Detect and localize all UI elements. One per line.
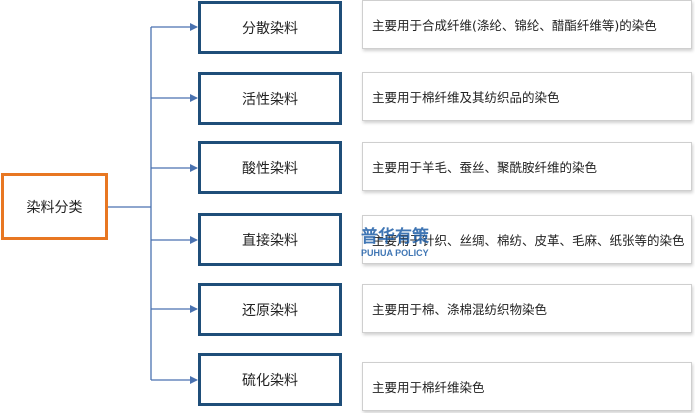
category-label: 直接染料: [242, 232, 298, 249]
category-label: 酸性染料: [242, 160, 298, 177]
description-box-disperse: 主要用于合成纤维(涤纶、锦纶、醋酯纤维等)的染色: [362, 0, 692, 49]
description-box-acid: 主要用于羊毛、蚕丝、聚酰胺纤维的染色: [362, 142, 692, 191]
category-label: 还原染料: [242, 302, 298, 319]
category-node-reactive: 活性染料: [198, 72, 342, 125]
description-box-vat: 主要用于棉、涤棉混纺织物染色: [362, 284, 692, 333]
category-label: 硫化染料: [242, 372, 298, 389]
watermark-cn-text: 普华有策: [361, 227, 429, 247]
watermark-en-text: PUHUA POLICY: [361, 248, 429, 258]
description-text: 主要用于棉、涤棉混纺织物染色: [372, 302, 548, 317]
description-text: 主要用于棉纤维染色: [372, 380, 485, 395]
description-text: 主要用于针织、丝绸、棉纺、皮革、毛麻、纸张等的染色: [372, 233, 685, 248]
description-text: 主要用于羊毛、蚕丝、聚酰胺纤维的染色: [372, 160, 598, 175]
description-text: 主要用于棉纤维及其纺织品的染色: [372, 90, 560, 105]
description-text: 主要用于合成纤维(涤纶、锦纶、醋酯纤维等)的染色: [372, 18, 657, 33]
category-node-acid: 酸性染料: [198, 141, 342, 194]
description-box-reactive: 主要用于棉纤维及其纺织品的染色: [362, 72, 692, 121]
category-label: 活性染料: [242, 91, 298, 108]
watermark-logo: 普华有策 PUHUA POLICY: [361, 229, 429, 258]
category-node-vat: 还原染料: [198, 283, 342, 336]
description-box-direct: 主要用于针织、丝绸、棉纺、皮革、毛麻、纸张等的染色: [362, 215, 692, 264]
root-node-label: 染料分类: [26, 199, 83, 216]
category-label: 分散染料: [242, 20, 298, 37]
category-node-sulfur: 硫化染料: [198, 353, 342, 406]
category-node-disperse: 分散染料: [198, 1, 342, 54]
category-node-direct: 直接染料: [198, 213, 342, 266]
description-box-sulfur: 主要用于棉纤维染色: [362, 362, 692, 411]
root-node: 染料分类: [1, 173, 108, 240]
